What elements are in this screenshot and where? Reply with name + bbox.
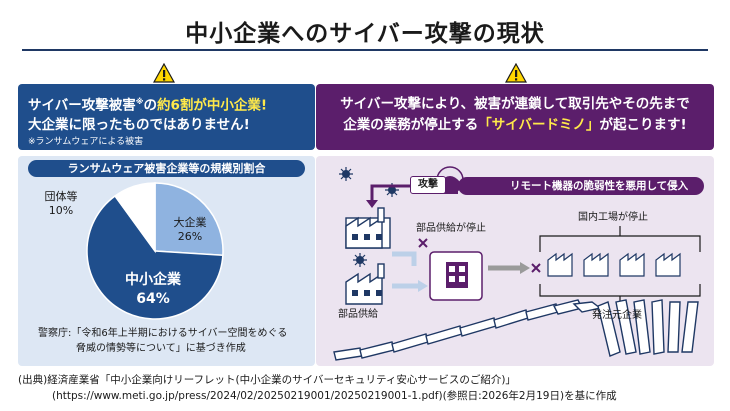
slice-value: 26% (177, 230, 203, 243)
callout-text: 企業の業務が停止する (343, 117, 479, 133)
left-callout-note: ※ランサムウェアによる被害 (28, 136, 144, 147)
source-line: 警察庁:「令和6年上半期におけるサイバー空間をめぐる (38, 328, 288, 339)
factory-icon (345, 263, 385, 305)
warning-icon (505, 63, 527, 83)
pie-slice (154, 182, 224, 257)
parts-stopped-label: 部品供給が停止 (416, 223, 486, 234)
parts-supply-label: 部品供給 (338, 309, 378, 320)
chart-panel: ランサムウェア被害企業等の規模別割合 団体等 10% 大企業 26% 中小企業 … (18, 156, 315, 366)
left-callout: サイバー攻撃被害※の約6割が中小企業! 大企業に限ったものではありません! ※ラ… (18, 84, 315, 150)
domino-panel: リモート機器の脆弱性を悪用して侵入 攻撃 部品供給が停止 国内工場が停止 発注元… (316, 156, 714, 366)
source-footer: (出典)経済産業省「中小企業向けリーフレット(中小企業のサイバーセキュリティ安心… (18, 372, 617, 404)
building-icon (446, 262, 468, 288)
callout-text: の (143, 97, 158, 114)
source-line: 脅威の情勢等について」に基づき作成 (76, 343, 246, 354)
slice-name: 中小企業 (125, 272, 181, 288)
right-callout: サイバー攻撃により、被害が連鎖して取引先やその先まで 企業の業務が停止する「サイ… (316, 84, 714, 150)
slice-value: 10% (48, 204, 74, 217)
title-divider (22, 49, 708, 51)
attack-tag: 攻撃 (410, 176, 446, 194)
chart-source: 警察庁:「令和6年上半期におけるサイバー空間をめぐる 脅威の情勢等について」に基… (38, 326, 287, 356)
footer-line: (出典)経済産業省「中小企業向けリーフレット(中小企業のサイバーセキュリティ安心… (18, 374, 516, 386)
domino-row (333, 299, 602, 361)
callout-highlight: 約6割が中小企業! (157, 97, 268, 114)
right-callout-line1: サイバー攻撃により、被害が連鎖して取引先やその先まで (340, 96, 690, 112)
chart-heading: ランサムウェア被害企業等の規模別割合 (28, 160, 305, 177)
attack-description: リモート機器の脆弱性を悪用して侵入 (458, 177, 704, 195)
domino-diagram (333, 166, 701, 361)
right-callout-line2: 企業の業務が停止する「サイバードミノ」が起こります! (316, 115, 714, 136)
slice-label-sme: 中小企業 64% (118, 271, 188, 309)
ordering-company-label: 発注元企業 (592, 310, 642, 321)
slice-name: 大企業 (173, 216, 207, 229)
left-callout-line2: 大企業に限ったものではありません! (28, 116, 250, 133)
left-callout-line1: サイバー攻撃被害※の約6割が中小企業! (28, 92, 309, 116)
footer-line: (https://www.meti.go.jp/press/2024/02/20… (52, 390, 617, 402)
pie-chart (86, 182, 224, 320)
slice-label-org: 団体等 10% (22, 190, 100, 218)
callout-text: サイバー攻撃被害 (28, 97, 136, 114)
warning-icon (153, 63, 175, 83)
domestic-stopped-label: 国内工場が停止 (578, 212, 648, 223)
pie-slice (113, 182, 156, 254)
page-title: 中小企業へのサイバー攻撃の現状 (185, 21, 545, 47)
callout-text: が起こります! (599, 117, 687, 133)
factory-icon (547, 252, 681, 277)
virus-icon (342, 170, 396, 264)
footnote-mark: ※ (135, 97, 144, 106)
callout-highlight: 「サイバードミノ」 (478, 117, 600, 133)
slice-name: 団体等 (44, 190, 78, 203)
slice-value: 64% (136, 291, 170, 307)
pie-slice (86, 194, 224, 320)
slice-label-large: 大企業 26% (168, 216, 212, 244)
